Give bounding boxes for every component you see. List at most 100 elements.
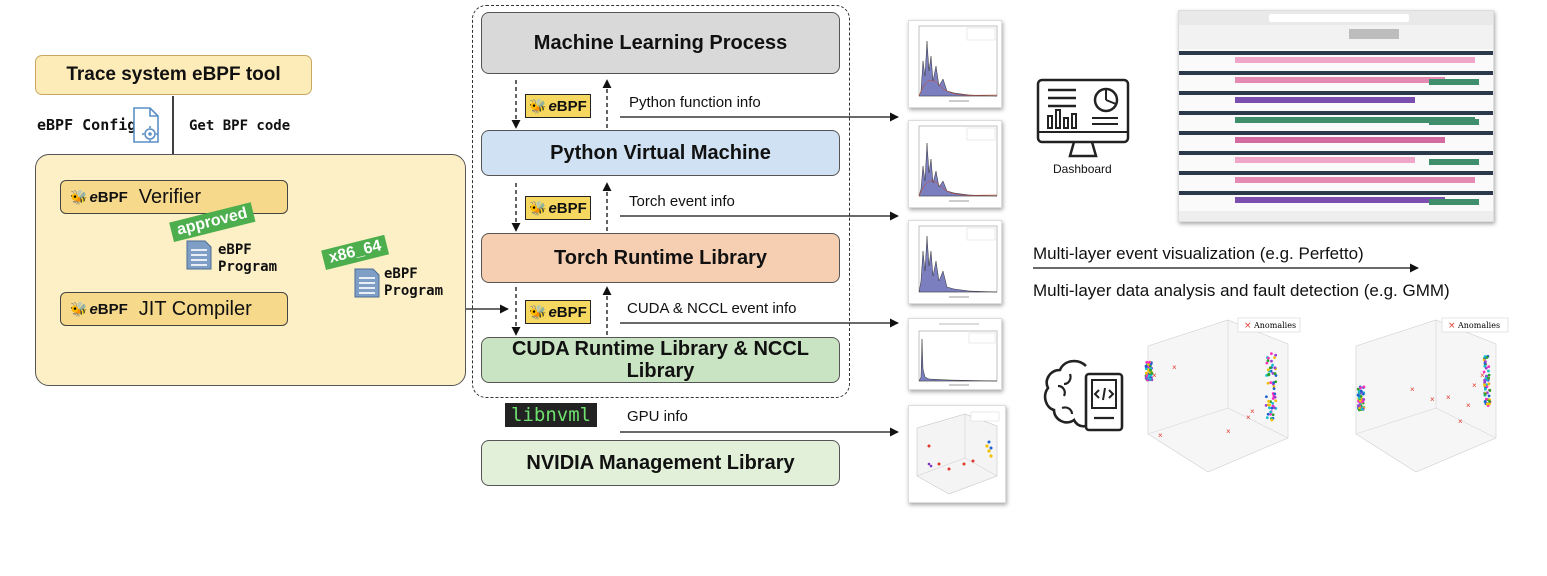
- ebpf-logo: 🐝eBPF: [67, 298, 131, 320]
- anomalies-legend-2: Anomalies: [1457, 321, 1500, 330]
- bee-icon: 🐝: [529, 98, 546, 115]
- scatter-point: [1148, 375, 1151, 378]
- bee-icon: 🐝: [70, 189, 87, 206]
- scatter-point: [1267, 400, 1270, 403]
- layer-cuda-nccl: CUDA Runtime Library & NCCL Library: [481, 337, 840, 383]
- scatter-point: [1487, 365, 1490, 368]
- anomaly-marker: ×: [1480, 371, 1485, 380]
- scatter-point: [1357, 394, 1360, 397]
- trace-tool-box: Trace system eBPF tool: [35, 55, 312, 95]
- scatter-point: [1266, 416, 1269, 419]
- ebpf-probe-cuda: 🐝eBPF: [525, 300, 591, 324]
- scatter-point: [1271, 407, 1274, 410]
- scatter-point: [1484, 388, 1487, 391]
- scatter-point: [1357, 405, 1360, 408]
- ebpf-config-label: eBPF Config: [37, 116, 136, 134]
- scatter-point: [1484, 393, 1487, 396]
- scatter-point: [1267, 357, 1270, 360]
- gpu-info-label: GPU info: [627, 408, 688, 425]
- libnvml-badge: libnvml: [505, 403, 597, 427]
- scatter-point: [1272, 413, 1275, 416]
- scatter-point: [1360, 390, 1363, 393]
- scatter3d-plot-1: ×××××× × Anomalies: [1138, 316, 1308, 490]
- svg-text:×: ×: [1244, 321, 1252, 331]
- scatter-point: [1484, 400, 1487, 403]
- scatter-point: [1274, 380, 1277, 383]
- probe-info-torch: Torch event info: [629, 193, 735, 210]
- scatter-point: [1488, 400, 1491, 403]
- scatter-point: [1273, 387, 1276, 390]
- visualization-text: Multi-layer event visualization (e.g. Pe…: [1033, 244, 1364, 264]
- bee-icon: 🐝: [70, 301, 87, 318]
- histogram-thumbnail-2: [908, 120, 1002, 208]
- layer-torch-runtime: Torch Runtime Library: [481, 233, 840, 283]
- dashboard-label: Dashboard: [1053, 162, 1112, 176]
- scatter-point: [1359, 400, 1362, 403]
- scatter-point: [1145, 372, 1148, 375]
- scatter-point: [1487, 370, 1490, 373]
- scatter-point: [1361, 408, 1364, 411]
- scatter-point: [1267, 382, 1270, 385]
- scatter-point: [1267, 368, 1270, 371]
- scatter3d-plot-2: ××××××× × Anomalies: [1346, 316, 1516, 490]
- jit-compiler-box: 🐝eBPF JIT Compiler: [60, 292, 288, 326]
- anomaly-marker: ×: [1446, 393, 1451, 402]
- scatter-point: [1270, 352, 1273, 355]
- scatter-point: [1269, 366, 1272, 369]
- scatter-point: [1148, 361, 1151, 364]
- anomaly-marker: ×: [1172, 363, 1177, 372]
- analysis-text: Multi-layer data analysis and fault dete…: [1033, 281, 1450, 301]
- anomaly-marker: ×: [1466, 401, 1471, 410]
- program-label-1: eBPFProgram: [218, 242, 277, 276]
- dashboard-icon: [1036, 78, 1130, 162]
- scatter-point: [1488, 374, 1491, 377]
- scatter-point: [1360, 395, 1363, 398]
- scatter-point: [1273, 356, 1276, 359]
- layer-ml-process: Machine Learning Process: [481, 12, 840, 74]
- scatter-point: [1273, 406, 1276, 409]
- histogram-thumbnail-4: [908, 318, 1002, 390]
- scatter-point: [1270, 419, 1273, 422]
- scatter-point: [1362, 393, 1365, 396]
- get-bpf-code-label: Get BPF code: [189, 118, 290, 134]
- scatter-point: [1145, 377, 1148, 380]
- scatter-point: [1274, 372, 1277, 375]
- anomaly-marker: ×: [1158, 431, 1163, 440]
- bee-icon: 🐝: [529, 304, 546, 321]
- anomaly-marker: ×: [1152, 371, 1157, 380]
- scatter-point: [1359, 386, 1362, 389]
- layer-nvml: NVIDIA Management Library: [481, 440, 840, 486]
- scatter-point: [1488, 394, 1491, 397]
- scatter-point: [1274, 396, 1277, 399]
- ebpf-probe-python: 🐝eBPF: [525, 94, 591, 118]
- histogram-thumbnail-3: [908, 220, 1002, 304]
- scatter-point: [1486, 403, 1489, 406]
- probe-info-python: Python function info: [629, 94, 761, 111]
- scatter-point: [1267, 373, 1270, 376]
- anomaly-marker: ×: [1458, 417, 1463, 426]
- scatter-point: [1268, 406, 1271, 409]
- ebpf-logo: 🐝eBPF: [67, 186, 131, 208]
- perfetto-screenshot: [1178, 10, 1494, 222]
- scatter-point: [1274, 354, 1277, 357]
- scatter-point: [1361, 400, 1364, 403]
- scatter-point: [1488, 389, 1491, 392]
- scatter-point: [1363, 385, 1366, 388]
- probe-info-cuda: CUDA & NCCL event info: [627, 300, 797, 317]
- scatter-point: [1485, 367, 1488, 370]
- anomalies-legend-1: Anomalies: [1253, 321, 1296, 330]
- anomaly-marker: ×: [1472, 381, 1477, 390]
- scatter-point: [1271, 402, 1274, 405]
- scatter-point: [1483, 383, 1486, 386]
- svg-text:×: ×: [1448, 321, 1456, 331]
- histogram-thumbnail-1: [908, 20, 1002, 108]
- scatter-point: [1145, 361, 1148, 364]
- program-doc-icon: [185, 240, 213, 270]
- anomaly-marker: ×: [1250, 407, 1255, 416]
- scatter3d-thumbnail: [908, 405, 1006, 503]
- scatter-point: [1267, 403, 1270, 406]
- scatter-point: [1271, 364, 1274, 367]
- anomaly-marker: ×: [1226, 427, 1231, 436]
- scatter-point: [1267, 413, 1270, 416]
- scatter-point: [1265, 395, 1268, 398]
